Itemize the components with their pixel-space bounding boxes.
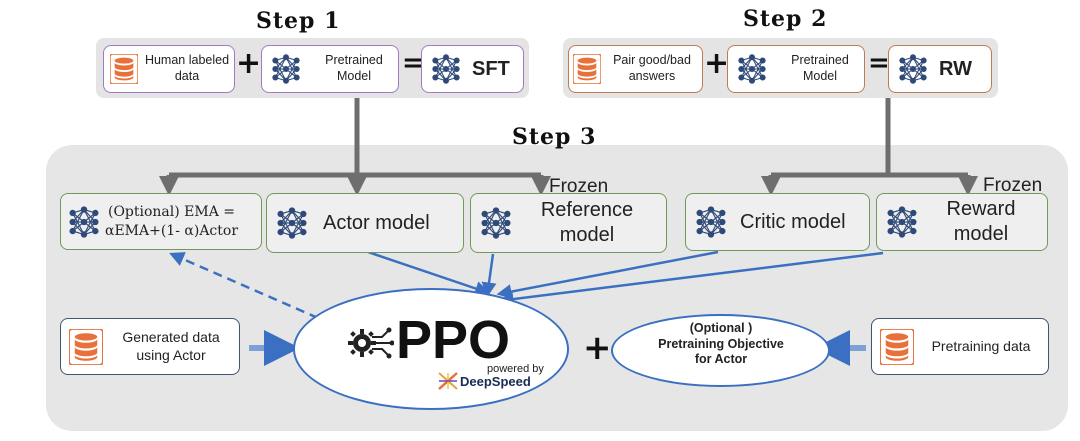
- database-icon: [69, 329, 103, 365]
- reward-model-box: Reward model: [876, 193, 1048, 251]
- ema-label: (Optional) EMA = αEMA+(1- α)Actor: [105, 203, 238, 239]
- neural-network-icon: [694, 205, 728, 239]
- pair-answers-label: Pair good/bad answers: [613, 53, 691, 83]
- pretraining-data-box: Pretraining data: [871, 318, 1049, 375]
- step1-equals: =: [402, 48, 424, 78]
- pretraining-objective-label: (Optional ) Pretraining Objective for Ac…: [626, 321, 816, 368]
- reward-model-label: Reward model: [946, 198, 1016, 245]
- step2-pretrained-model-box: Pretrained Model: [727, 45, 865, 93]
- ema-box: (Optional) EMA = αEMA+(1- α)Actor: [60, 193, 262, 250]
- optional-label: (Optional ): [689, 321, 753, 335]
- ema-label-line2: αEMA+(1- α)Actor: [105, 222, 239, 239]
- deepspeed-label: DeepSpeed: [460, 374, 531, 389]
- neural-network-icon: [67, 205, 101, 239]
- step2-equals: =: [868, 48, 890, 78]
- pretraining-objective-text: Pretraining Objective for Actor: [658, 336, 784, 367]
- sft-box: SFT: [421, 45, 524, 93]
- step3-title: Step 3: [512, 124, 597, 150]
- neural-network-icon: [479, 206, 513, 240]
- rw-box: RW: [888, 45, 992, 93]
- gear-chip-icon: [348, 327, 394, 359]
- reference-model-box: Reference model: [470, 193, 667, 253]
- deepspeed-logo-icon: [438, 372, 458, 390]
- sft-label: SFT: [472, 57, 510, 80]
- neural-network-icon: [275, 206, 309, 240]
- human-labeled-data-label: Human labeled data: [144, 53, 230, 83]
- pair-answers-box: Pair good/bad answers: [568, 45, 703, 93]
- critic-model-label: Critic model: [740, 210, 846, 233]
- reference-model-label: Reference model: [540, 199, 634, 246]
- human-labeled-data-box: Human labeled data: [103, 45, 235, 93]
- step1-pretrained-model-box: Pretrained Model: [261, 45, 399, 93]
- database-icon: [880, 329, 914, 365]
- powered-by-label: powered by: [487, 363, 544, 375]
- step1-plus: +: [236, 46, 262, 81]
- neural-network-icon: [885, 205, 919, 239]
- frozen-label-left: Frozen: [549, 176, 609, 197]
- ppo-ellipse: [293, 288, 569, 410]
- ppo-label: PPO: [396, 310, 511, 370]
- pretraining-objective-ellipse: [611, 314, 830, 387]
- pretraining-data-label: Pretraining data: [931, 337, 1031, 354]
- actor-model-label: Actor model: [323, 211, 430, 234]
- step2-pretrained-label: Pretrained Model: [791, 53, 849, 83]
- critic-model-box: Critic model: [685, 193, 870, 251]
- actor-model-box: Actor model: [266, 193, 464, 253]
- step3-plus: +: [583, 328, 612, 368]
- rw-label: RW: [939, 57, 972, 80]
- generated-data-label: Generated data using Actor: [122, 329, 220, 363]
- step1-pretrained-label: Pretrained Model: [325, 53, 383, 83]
- step2-plus: +: [704, 46, 730, 81]
- ema-label-line1: (Optional) EMA =: [107, 204, 236, 221]
- step2-title: Step 2: [743, 6, 828, 32]
- step3-panel: [46, 145, 1068, 431]
- step1-title: Step 1: [256, 8, 341, 34]
- generated-data-box: Generated data using Actor: [60, 318, 240, 375]
- frozen-label-right: Frozen: [983, 175, 1043, 196]
